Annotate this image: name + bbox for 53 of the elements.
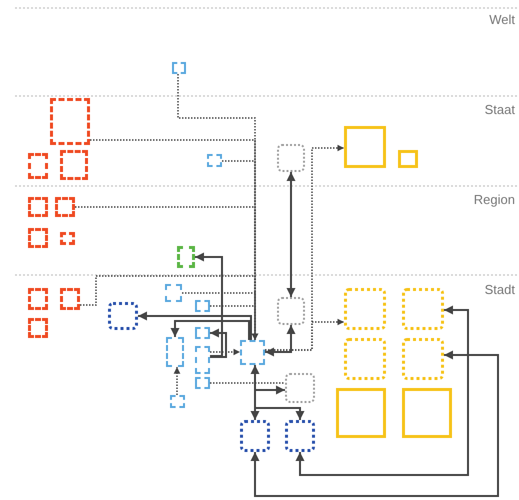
dashed-box [172, 62, 186, 74]
arrow [296, 306, 469, 476]
dotted-box [285, 373, 315, 403]
dashed-box [28, 197, 48, 217]
dashed-box [28, 153, 48, 179]
dotted-arrow [265, 318, 344, 351]
dashed-box [28, 228, 48, 248]
dashed-box [28, 288, 48, 310]
dotted-arrow [210, 348, 240, 356]
dashed-box [240, 340, 265, 365]
dotted-box [344, 338, 386, 380]
dashed-box [207, 154, 222, 167]
level-label: Stadt [484, 282, 515, 297]
dashed-box [177, 246, 195, 268]
arrow [265, 325, 296, 356]
dashed-box [195, 377, 210, 389]
dotted-box [344, 288, 386, 330]
dotted-box [402, 288, 444, 330]
dashed-box [195, 327, 210, 339]
arrow [286, 172, 296, 297]
box [344, 126, 386, 168]
level-label: Region [474, 192, 515, 207]
dashed-box [60, 288, 80, 310]
box [398, 150, 418, 168]
arrow [138, 312, 252, 340]
dashed-box [165, 284, 182, 302]
arrow [210, 328, 227, 358]
dashed-box [195, 300, 210, 312]
arrow [195, 252, 223, 357]
dotted-box [108, 302, 138, 330]
dashed-box [166, 337, 184, 367]
arrow [250, 350, 499, 497]
dashed-box [170, 395, 185, 408]
dotted-box [277, 297, 305, 325]
dashed-box [50, 98, 90, 145]
dashed-box [60, 150, 88, 180]
dashed-box [28, 318, 48, 338]
dotted-box [277, 144, 305, 172]
arrow [250, 365, 260, 420]
dotted-box [285, 420, 315, 452]
level-label: Welt [489, 12, 515, 27]
box [402, 388, 452, 438]
dotted-arrow [210, 305, 258, 340]
dashed-box [55, 197, 75, 217]
level-label: Staat [484, 102, 515, 117]
dotted-box [402, 338, 444, 380]
box [336, 388, 386, 438]
arrow [170, 320, 250, 340]
dashed-box [195, 346, 210, 374]
dotted-arrow [174, 367, 180, 395]
dotted-arrow [222, 160, 258, 340]
dotted-box [240, 420, 270, 452]
dashed-box [60, 232, 75, 245]
